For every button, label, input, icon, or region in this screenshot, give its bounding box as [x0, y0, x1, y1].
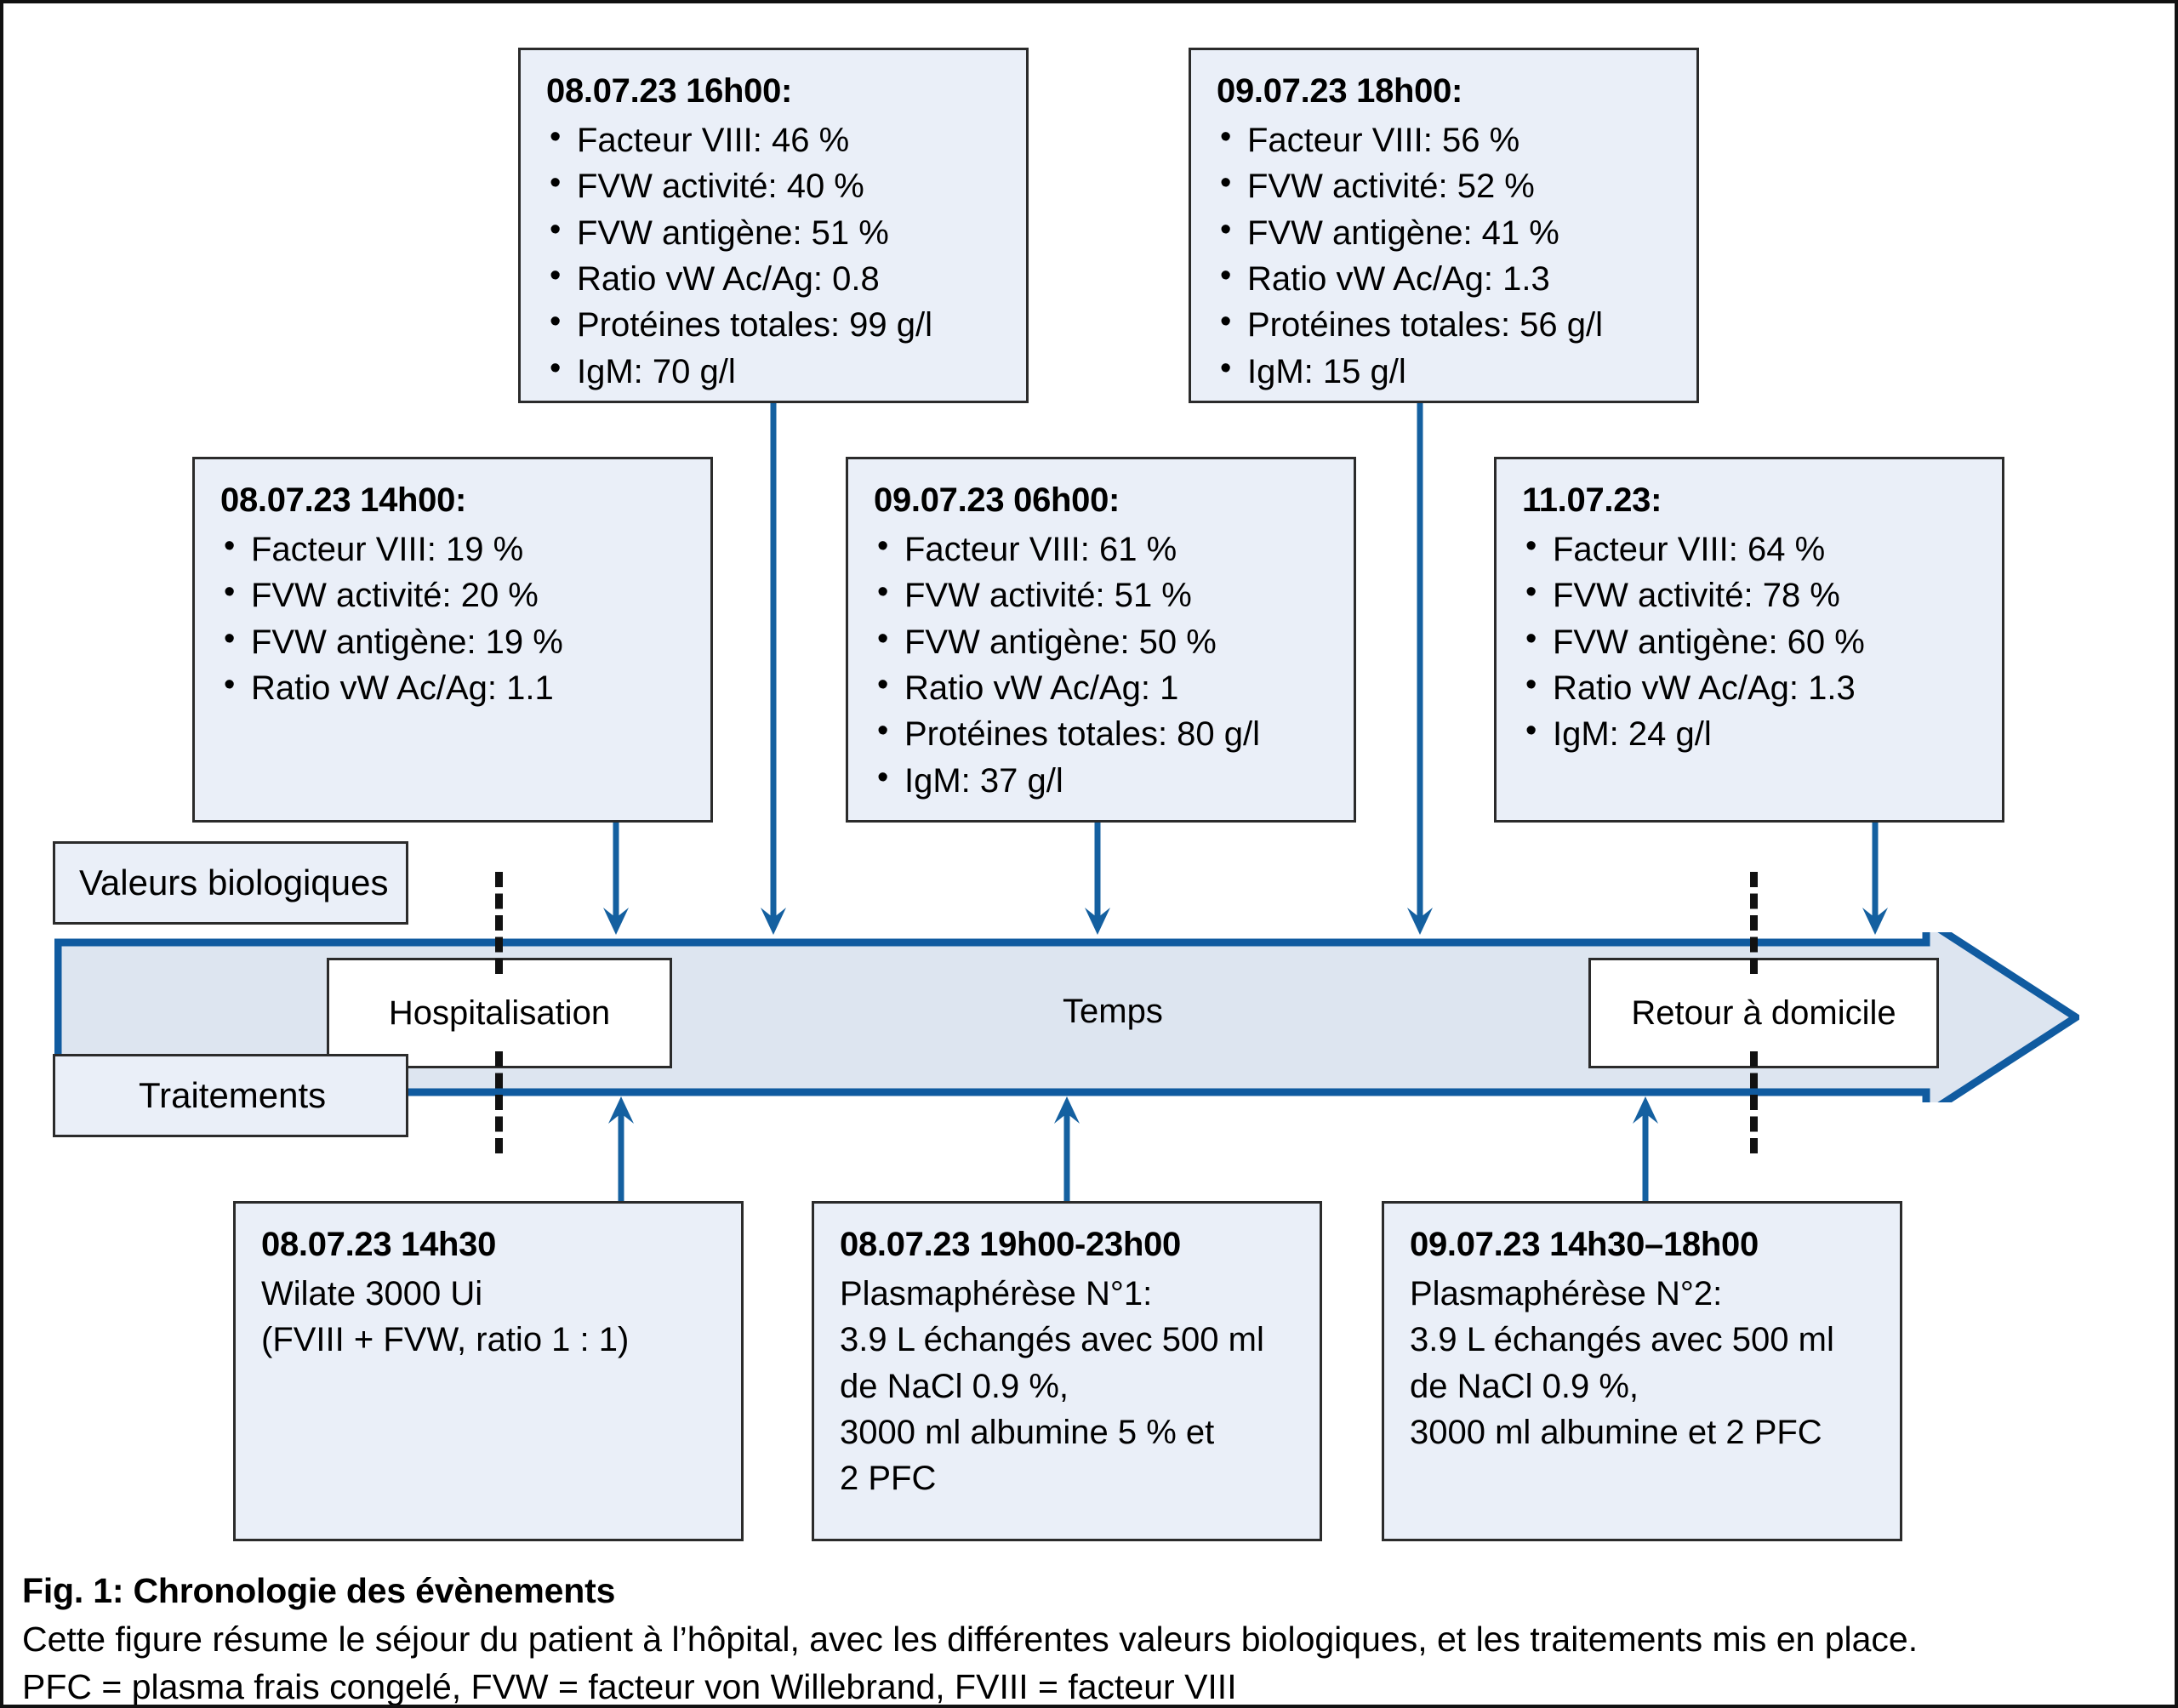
dash-marker-discharge-bottom	[1750, 1051, 1765, 1153]
lab-item: IgM: 37 g/l	[874, 756, 1331, 804]
connector-up-trt-14h30	[604, 1096, 638, 1205]
lab-item: Ratio vW Ac/Ag: 0.8	[546, 254, 1004, 302]
lab-item: FVW activité: 78 %	[1522, 571, 1980, 618]
lab-item: Protéines totales: 99 g/l	[546, 300, 1004, 348]
lab-item: IgM: 70 g/l	[546, 347, 1004, 395]
milestone-retour-domicile: Retour à domicile	[1588, 958, 1939, 1068]
lab-box-list: Facteur VIII: 46 % FVW activité: 40 % FV…	[546, 116, 1004, 395]
lab-item: Facteur VIII: 19 %	[220, 525, 688, 572]
lab-box-title: 09.07.23 06h00:	[874, 481, 1120, 519]
lab-item: Protéines totales: 56 g/l	[1217, 300, 1674, 348]
lab-item: FVW antigène: 50 %	[874, 618, 1331, 665]
lab-box-08-07-14h00: 08.07.23 14h00: Facteur VIII: 19 % FVW a…	[192, 457, 713, 823]
dash-marker-hospitalisation-start-top	[495, 872, 510, 974]
lab-box-list: Facteur VIII: 61 % FVW activité: 51 % FV…	[874, 525, 1331, 804]
lab-item: Ratio vW Ac/Ag: 1.1	[220, 663, 688, 711]
lab-box-list: Facteur VIII: 64 % FVW activité: 78 % FV…	[1522, 525, 1980, 758]
treatment-box-title: 08.07.23 14h30	[261, 1226, 497, 1263]
lab-item: FVW activité: 20 %	[220, 571, 688, 618]
treatment-line: Plasmaphérèse N°1:	[840, 1274, 1153, 1312]
timeline-axis-label: Temps	[1063, 993, 1163, 1030]
caption-description: Cette figure résume le séjour du patient…	[22, 1619, 1919, 1659]
lab-item: FVW antigène: 41 %	[1217, 208, 1674, 256]
lab-box-list: Facteur VIII: 19 % FVW activité: 20 % FV…	[220, 525, 688, 712]
lab-box-11-07: 11.07.23: Facteur VIII: 64 % FVW activit…	[1494, 457, 2004, 823]
lab-box-title: 08.07.23 16h00:	[546, 72, 793, 110]
treatment-line: de NaCl 0.9 %,	[1410, 1367, 1639, 1405]
lab-item: FVW antigène: 19 %	[220, 618, 688, 665]
treatment-line: 3000 ml albumine et 2 PFC	[1410, 1413, 1822, 1451]
treatment-line: (FVIII + FVW, ratio 1 : 1)	[261, 1321, 630, 1359]
lab-item: IgM: 24 g/l	[1522, 709, 1980, 757]
lab-box-09-07-06h00: 09.07.23 06h00: Facteur VIII: 61 % FVW a…	[846, 457, 1356, 823]
lab-box-title: 08.07.23 14h00:	[220, 481, 467, 519]
dash-marker-hospitalisation-start-bottom	[495, 1051, 510, 1153]
caption-title: Fig. 1: Chronologie des évènements	[22, 1571, 616, 1610]
lab-item: Ratio vW Ac/Ag: 1	[874, 663, 1331, 711]
legend-traitements: Traitements	[53, 1054, 408, 1137]
connector-down-lab-18h00	[1403, 403, 1437, 935]
treatment-line: de NaCl 0.9 %,	[840, 1367, 1069, 1405]
lab-box-title: 11.07.23:	[1522, 481, 1662, 519]
connector-up-trt-09-07-14h30	[1628, 1096, 1662, 1205]
lab-item: Facteur VIII: 46 %	[546, 116, 1004, 163]
treatment-box-title: 09.07.23 14h30–18h00	[1410, 1226, 1759, 1263]
lab-item: FVW antigène: 60 %	[1522, 618, 1980, 665]
legend-label: Valeurs biologiques	[79, 863, 389, 902]
lab-item: FVW activité: 40 %	[546, 162, 1004, 209]
treatment-box-title: 08.07.23 19h00-23h00	[840, 1226, 1181, 1263]
treatment-line: Plasmaphérèse N°2:	[1410, 1274, 1723, 1312]
legend-label: Traitements	[139, 1075, 327, 1115]
lab-item: Protéines totales: 80 g/l	[874, 709, 1331, 757]
lab-item: Facteur VIII: 56 %	[1217, 116, 1674, 163]
lab-item: Facteur VIII: 61 %	[874, 525, 1331, 572]
lab-item: Ratio vW Ac/Ag: 1.3	[1522, 663, 1980, 711]
lab-item: FVW activité: 51 %	[874, 571, 1331, 618]
lab-box-title: 09.07.23 18h00:	[1217, 72, 1463, 110]
lab-item: Facteur VIII: 64 %	[1522, 525, 1980, 572]
dash-marker-discharge-top	[1750, 872, 1765, 974]
treatment-line: 3.9 L échangés avec 500 ml	[1410, 1321, 1834, 1359]
lab-box-list: Facteur VIII: 56 % FVW activité: 52 % FV…	[1217, 116, 1674, 395]
lab-item: FVW antigène: 51 %	[546, 208, 1004, 256]
connector-down-lab-11-07	[1858, 823, 1892, 935]
treatment-line: 2 PFC	[840, 1460, 937, 1498]
figure-caption: Fig. 1: Chronologie des évènements Cette…	[22, 1567, 2149, 1707]
lab-box-09-07-18h00: 09.07.23 18h00: Facteur VIII: 56 % FVW a…	[1189, 48, 1699, 403]
treatment-line: 3.9 L échangés avec 500 ml	[840, 1321, 1264, 1359]
treatment-box-09-07-14h30: 09.07.23 14h30–18h00 Plasmaphérèse N°2: …	[1382, 1201, 1902, 1541]
legend-valeurs-biologiques: Valeurs biologiques	[53, 841, 408, 925]
lab-item: FVW activité: 52 %	[1217, 162, 1674, 209]
connector-down-lab-14h00	[599, 823, 633, 935]
lab-item: IgM: 15 g/l	[1217, 347, 1674, 395]
lab-box-08-07-16h00: 08.07.23 16h00: Facteur VIII: 46 % FVW a…	[518, 48, 1029, 403]
milestone-label: Hospitalisation	[388, 993, 611, 1032]
treatment-box-08-07-19h00: 08.07.23 19h00-23h00 Plasmaphérèse N°1: …	[812, 1201, 1322, 1541]
treatment-box-08-07-14h30: 08.07.23 14h30 Wilate 3000 Ui (FVIII + F…	[233, 1201, 744, 1541]
treatment-line: 3000 ml albumine 5 % et	[840, 1413, 1215, 1451]
milestone-label: Retour à domicile	[1631, 993, 1896, 1032]
treatment-line: Wilate 3000 Ui	[261, 1274, 483, 1312]
caption-abbreviations: PFC = plasma frais congelé, FVW = facteu…	[22, 1667, 1237, 1707]
connector-down-lab-16h00	[756, 403, 790, 935]
connector-up-trt-19h00	[1050, 1096, 1084, 1205]
milestone-hospitalisation: Hospitalisation	[327, 958, 672, 1068]
connector-down-lab-06h00	[1080, 823, 1115, 935]
lab-item: Ratio vW Ac/Ag: 1.3	[1217, 254, 1674, 302]
